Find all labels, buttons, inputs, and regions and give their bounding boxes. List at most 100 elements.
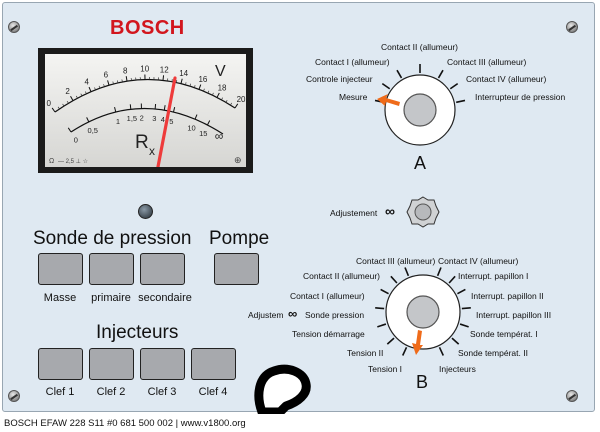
clef-3-button[interactable] bbox=[140, 348, 185, 380]
voltage-tick-label: 6 bbox=[104, 71, 109, 80]
selector-b-pos-injecteurs[interactable]: Injecteurs bbox=[439, 364, 476, 374]
pompe-heading: Pompe bbox=[209, 228, 270, 249]
selector-b-pos-temperat-1[interactable]: Sonde températ. I bbox=[470, 329, 538, 339]
selector-tick bbox=[375, 307, 385, 310]
voltage-tick bbox=[198, 84, 202, 90]
selector-b-pos-papillon-3[interactable]: Interrupt. papillon III bbox=[476, 310, 552, 320]
selector-tick bbox=[404, 267, 410, 277]
selector-b-pos-tension-2[interactable]: Tension II bbox=[347, 348, 384, 358]
voltage-tick-label: 4 bbox=[84, 78, 89, 87]
voltage-minor-tick bbox=[230, 102, 232, 106]
voltage-minor-tick bbox=[121, 79, 123, 83]
voltage-minor-tick bbox=[94, 87, 96, 90]
resistance-tick-label: 2 bbox=[140, 114, 144, 123]
meter-unit: V bbox=[215, 63, 226, 80]
voltage-minor-tick bbox=[116, 80, 119, 83]
selector-b-pos-contact-2[interactable]: Contact II (allumeur) bbox=[303, 271, 380, 281]
footer-caption: BOSCH EFAW 228 S11 #0 681 500 002 | www.… bbox=[4, 418, 246, 429]
resistance-tick bbox=[173, 107, 176, 113]
resistance-tick bbox=[67, 127, 72, 133]
resistance-tick bbox=[206, 120, 211, 126]
resistance-tick bbox=[163, 105, 166, 111]
screw-bottom-right bbox=[566, 390, 578, 402]
voltage-minor-tick bbox=[185, 82, 187, 85]
voltage-tick bbox=[180, 78, 183, 84]
hand-cursor-icon bbox=[254, 364, 311, 414]
clef-1-button[interactable] bbox=[38, 348, 83, 380]
selector-b-pos-papillon-2[interactable]: Interrupt. papillon II bbox=[471, 291, 544, 301]
selector-b-pos-adjust-prefix[interactable]: Adjustem bbox=[248, 310, 284, 320]
selector-b-pointer bbox=[412, 330, 423, 355]
brand-logo: BOSCH bbox=[110, 17, 185, 39]
meter-corner-text-left: — 2,5 ⊥ ☆ bbox=[58, 158, 88, 165]
infinity-symbol: ∞ bbox=[385, 203, 395, 219]
selector-b-pos-contact-3[interactable]: Contact III (allumeur) bbox=[356, 256, 436, 266]
resistance-scale bbox=[70, 107, 224, 135]
clef-4-label: Clef 4 bbox=[198, 386, 228, 398]
selector-a-dial bbox=[374, 64, 466, 146]
voltage-tick bbox=[162, 75, 165, 81]
voltage-minor-tick bbox=[194, 85, 196, 88]
selector-a-pos-interrupteur-pression[interactable]: Interrupteur de pression bbox=[475, 92, 566, 102]
primaire-label: primaire bbox=[91, 292, 131, 304]
selector-b-pos-contact-4[interactable]: Contact IV (allumeur) bbox=[438, 256, 519, 266]
resistance-tick bbox=[114, 107, 117, 113]
selector-b-dial bbox=[375, 267, 471, 356]
selector-tick bbox=[380, 288, 389, 295]
voltage-tick-label: 14 bbox=[179, 69, 188, 78]
voltage-tick-label: 2 bbox=[65, 87, 70, 96]
selector-b-pos-tension-1[interactable]: Tension I bbox=[368, 364, 403, 374]
voltage-scale bbox=[54, 78, 236, 113]
voltage-minor-tick bbox=[112, 81, 114, 85]
pompe-button[interactable] bbox=[214, 253, 259, 285]
clef-1-label: Clef 1 bbox=[45, 386, 75, 398]
selector-a-pos-mesure[interactable]: Mesure bbox=[339, 92, 368, 102]
clef-4-button[interactable] bbox=[191, 348, 236, 380]
selector-tick bbox=[461, 307, 471, 310]
voltage-tick-label: 18 bbox=[218, 84, 227, 93]
selector-b-pos-temperat-2[interactable]: Sonde températ. II bbox=[458, 348, 528, 358]
selector-a-pos-contact-2[interactable]: Contact II (allumeur) bbox=[381, 42, 458, 52]
selector-a-pos-contact-4[interactable]: Contact IV (allumeur) bbox=[466, 74, 547, 84]
voltage-tick-label: 0 bbox=[46, 99, 51, 108]
selector-b-pos-tension-demarrage[interactable]: Tension démarrage bbox=[292, 329, 365, 339]
selector-tick bbox=[396, 69, 403, 79]
selector-b-pos-papillon-1[interactable]: Interrupt. papillon I bbox=[458, 271, 529, 281]
selector-tick bbox=[459, 323, 469, 328]
voltage-minor-tick bbox=[221, 97, 223, 100]
voltage-minor-tick bbox=[57, 106, 60, 110]
clef-2-label: Clef 2 bbox=[96, 386, 126, 398]
selector-a-pos-contact-3[interactable]: Contact III (allumeur) bbox=[447, 57, 527, 67]
selector-a-pos-controle-injecteur[interactable]: Controle injecteur bbox=[306, 74, 373, 84]
selector-b-infinity-symbol: ∞ bbox=[288, 306, 298, 321]
selector-a-pos-contact-1[interactable]: Contact I (allumeur) bbox=[315, 57, 390, 67]
meter-infinity-mark: ∞ bbox=[215, 129, 224, 143]
secondaire-button[interactable] bbox=[140, 253, 185, 285]
voltage-tick-label: 12 bbox=[160, 65, 169, 74]
voltage-minor-tick bbox=[225, 100, 228, 103]
voltage-minor-tick bbox=[203, 88, 205, 92]
resistance-tick-label: 0,5 bbox=[88, 126, 98, 135]
screw-bottom-left bbox=[8, 390, 20, 402]
voltage-tick bbox=[234, 103, 239, 109]
secondaire-label: secondaire bbox=[138, 292, 192, 304]
adjust-knob[interactable] bbox=[406, 196, 440, 228]
selector-a-pointer bbox=[377, 94, 400, 106]
voltage-minor-tick bbox=[103, 84, 105, 87]
screw-top-right bbox=[566, 21, 578, 33]
voltage-tick bbox=[70, 96, 74, 101]
primaire-button[interactable] bbox=[89, 253, 134, 285]
voltage-tick-label: 20 bbox=[237, 95, 246, 104]
selector-b-pos-sonde-pression[interactable]: Sonde pression bbox=[305, 310, 365, 320]
voltage-minor-tick bbox=[189, 83, 191, 87]
masse-label: Masse bbox=[43, 292, 77, 304]
masse-button[interactable] bbox=[38, 253, 83, 285]
clef-2-button[interactable] bbox=[89, 348, 134, 380]
voltage-minor-tick bbox=[75, 95, 78, 99]
voltage-minor-tick bbox=[62, 103, 65, 107]
selector-tick bbox=[381, 82, 391, 90]
selector-tick bbox=[448, 275, 456, 284]
voltage-tick-label: 8 bbox=[123, 66, 128, 75]
selector-b-pos-contact-1[interactable]: Contact I (allumeur) bbox=[290, 291, 365, 301]
